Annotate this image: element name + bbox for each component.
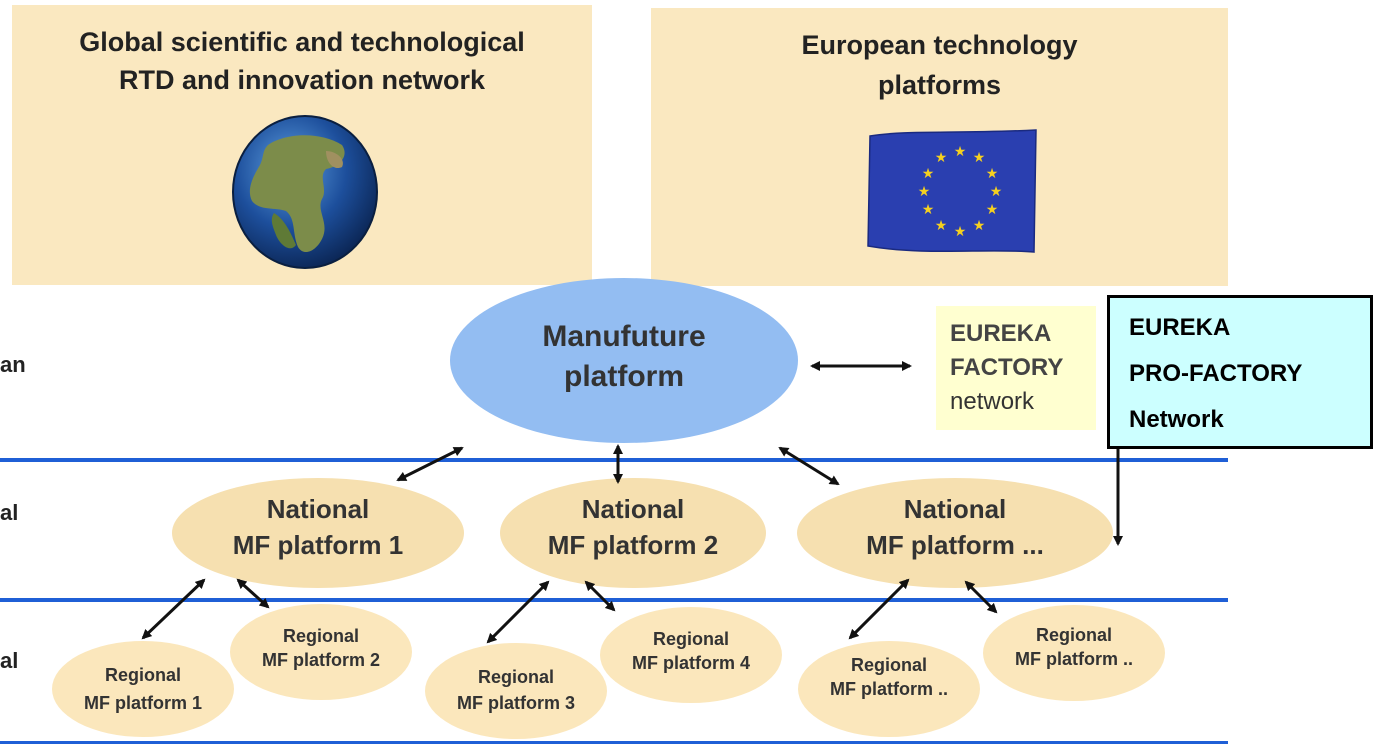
svg-text:★: ★ <box>918 184 931 200</box>
regional-platform-4-line1: Regional <box>652 629 729 649</box>
regional-platform-2-line2: MF platform 2 <box>261 650 380 670</box>
eu-flag-icon: ★ ★ ★ ★ ★ ★ ★ ★ ★ ★ ★ ★ <box>867 129 1037 253</box>
eureka-factory-box: EUREKA FACTORY network <box>936 306 1096 430</box>
regional-platform-3-line2: MF platform 3 <box>456 693 575 713</box>
european-platforms-title-line2: platforms <box>877 70 1002 100</box>
svg-text:★: ★ <box>954 144 967 160</box>
regional-platform-2: Regional MF platform 2 <box>230 604 412 700</box>
national-platform-2: National MF platform 2 <box>500 478 766 588</box>
eureka-pro-factory-label-line3: Network <box>1129 406 1224 433</box>
regional-platform-5-line1: Regional <box>850 655 927 675</box>
arrow-national-2-regional-3 <box>486 580 550 644</box>
eureka-factory-label-line1: EUREKA <box>950 320 1052 347</box>
svg-text:★: ★ <box>986 202 999 218</box>
svg-text:★: ★ <box>935 150 948 166</box>
national-platform-3: National MF platform ... <box>797 478 1113 588</box>
regional-platform-4-line2: MF platform 4 <box>631 653 750 673</box>
regional-platform-2-line1: Regional <box>282 626 359 646</box>
regional-platform-6-line1: Regional <box>1035 625 1112 645</box>
svg-text:★: ★ <box>954 224 967 240</box>
globe-icon <box>232 115 378 269</box>
regional-platform-1: Regional MF platform 1 <box>52 641 234 737</box>
arrow-national-1-regional-2 <box>236 578 270 609</box>
national-platform-2-line2: MF platform 2 <box>547 530 719 560</box>
european-platforms-panel: European technology platforms ★ ★ ★ ★ ★ … <box>651 8 1228 286</box>
regional-platform-5-line2: MF platform .. <box>830 679 948 699</box>
arrow-national-3-regional-6 <box>964 580 998 614</box>
global-network-title-line2: RTD and innovation network <box>118 65 485 95</box>
svg-text:★: ★ <box>973 218 986 234</box>
regional-platform-5: Regional MF platform .. <box>798 641 980 737</box>
regional-platform-1-line1: Regional <box>104 665 181 685</box>
svg-text:★: ★ <box>986 166 999 182</box>
manufuture-platform-label-line1: Manufuture <box>542 320 706 353</box>
arrow-manufuture-national-3 <box>778 446 840 486</box>
regional-platform-6: Regional MF platform .. <box>983 605 1165 701</box>
manufuture-platform-ellipse: Manufuture platform <box>450 278 798 443</box>
row-label-national: al <box>0 500 19 525</box>
svg-text:★: ★ <box>922 202 935 218</box>
eureka-pro-factory-label-line1: EUREKA <box>1129 314 1231 341</box>
global-network-panel: Global scientific and technological RTD … <box>12 5 592 285</box>
national-platform-1-line2: MF platform 1 <box>232 530 404 560</box>
regional-platform-3: Regional MF platform 3 <box>425 643 607 739</box>
arrow-national-1-regional-1 <box>141 578 206 640</box>
eureka-factory-label-line2: FACTORY <box>950 354 1064 381</box>
svg-text:★: ★ <box>973 150 986 166</box>
eureka-factory-label-line3: network <box>950 388 1035 415</box>
national-platform-2-line1: National <box>581 494 685 524</box>
eureka-pro-factory-box: EUREKA PRO-FACTORY Network <box>1107 295 1373 449</box>
row-label-european: an <box>0 352 26 377</box>
separator-line-bottom <box>0 741 1228 744</box>
eureka-pro-factory-label-line2: PRO-FACTORY <box>1129 360 1303 387</box>
manufuture-platform-label-line2: platform <box>564 360 684 393</box>
arrow-national-2-regional-4 <box>584 580 616 612</box>
regional-platform-1-line2: MF platform 1 <box>83 693 202 713</box>
svg-text:★: ★ <box>922 166 935 182</box>
national-platform-3-line2: MF platform ... <box>866 530 1044 560</box>
svg-text:★: ★ <box>990 184 1003 200</box>
svg-text:★: ★ <box>935 218 948 234</box>
european-platforms-title-line1: European technology <box>801 30 1078 60</box>
arrow-manufuture-national-1 <box>396 446 464 482</box>
national-platform-1-line1: National <box>266 494 370 524</box>
regional-platform-6-line2: MF platform .. <box>1015 649 1133 669</box>
regional-platform-3-line1: Regional <box>477 667 554 687</box>
regional-platform-4: Regional MF platform 4 <box>600 607 782 703</box>
national-platform-1: National MF platform 1 <box>172 478 464 588</box>
national-platform-3-line1: National <box>903 494 1007 524</box>
arrow-national-3-regional-5 <box>848 578 910 640</box>
global-network-title-line1: Global scientific and technological <box>79 27 525 57</box>
row-label-regional: al <box>0 648 19 673</box>
